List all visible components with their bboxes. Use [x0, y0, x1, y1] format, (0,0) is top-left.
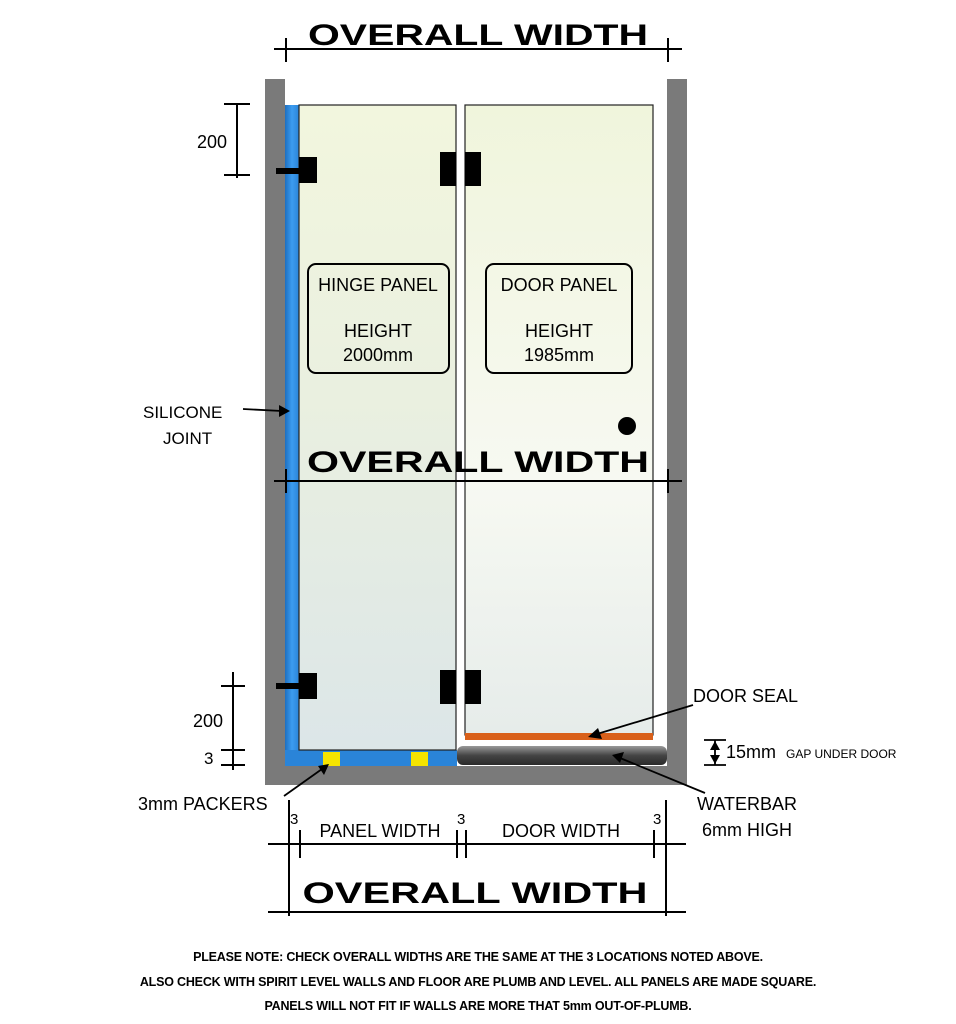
gap-left-label: 3 [290, 811, 298, 828]
dim-top-hinge-label: 200 [197, 132, 227, 152]
hinge-panel-title: HINGE PANEL [318, 275, 438, 295]
wall-hinge-bottom [299, 673, 317, 699]
gap-middle-label: 3 [457, 811, 465, 828]
note-line-1: PLEASE NOTE: CHECK OVERALL WIDTHS ARE TH… [193, 950, 763, 964]
panel-width-label: PANEL WIDTH [319, 821, 440, 841]
silicone-joint-arrow-line [242, 408, 283, 412]
left-wall [265, 79, 285, 785]
packers-arrow-line [283, 768, 323, 797]
door-knob-icon [618, 417, 636, 435]
gap-right-label: 3 [653, 811, 661, 828]
dim-bottom-hinge-label: 200 [193, 711, 223, 731]
gap-dim-arrow-down [710, 755, 720, 764]
hinge-panel-glass [298, 104, 457, 751]
waterbar-label-line2: 6mm HIGH [702, 820, 792, 840]
overall-width-top-label: OVERALL WIDTH [308, 19, 648, 52]
gap-dim-arrow-up [710, 741, 720, 750]
waterbar [457, 746, 667, 765]
glass-hinge-bottom-left [440, 670, 456, 704]
wall-hinge-top-arm [276, 168, 302, 174]
door-seal-arrowhead [588, 728, 602, 739]
waterbar-arrow-line [619, 757, 706, 794]
door-panel-height-value: 1985mm [524, 345, 594, 365]
wall-hinge-bottom-arm [276, 683, 302, 689]
door-panel-title: DOOR PANEL [501, 275, 618, 295]
packer-left [323, 752, 340, 766]
right-wall [667, 79, 687, 785]
silicone-joint-label-line2: JOINT [163, 429, 212, 448]
dim-gap-label: 3 [204, 749, 213, 768]
packer-right [411, 752, 428, 766]
gap-value-label: 15mm [726, 742, 776, 762]
silicone-joint-arrowhead [279, 405, 290, 417]
hinge-panel-height-value: 2000mm [343, 345, 413, 365]
floor [265, 766, 687, 785]
glass-hinge-top-left [440, 152, 456, 186]
hinge-panel-label-box [307, 263, 450, 374]
silicone-joint-floor [285, 750, 457, 766]
door-width-label: DOOR WIDTH [502, 821, 620, 841]
note-line-3: PANELS WILL NOT FIT IF WALLS ARE MORE TH… [264, 999, 692, 1013]
glass-hinge-bottom-right [465, 670, 481, 704]
waterbar-arrowhead [612, 752, 624, 763]
door-panel-label-box [485, 263, 633, 374]
waterbar-label-line1: WATERBAR [697, 794, 797, 814]
gap-text-label: GAP UNDER DOOR [786, 747, 897, 761]
wall-hinge-top [299, 157, 317, 183]
silicone-joint-label-line1: SILICONE [143, 403, 222, 422]
note-line-2: ALSO CHECK WITH SPIRIT LEVEL WALLS AND F… [139, 975, 817, 989]
door-seal-label: DOOR SEAL [693, 686, 798, 706]
silicone-joint-vertical [285, 105, 299, 766]
packers-label: 3mm PACKERS [138, 794, 268, 814]
packers-arrowhead [318, 764, 329, 775]
door-seal-arrow-line [596, 704, 694, 735]
overall-width-middle-label: OVERALL WIDTH [307, 446, 649, 479]
hinge-panel-height-label: HEIGHT [344, 321, 412, 341]
glass-hinge-top-right [465, 152, 481, 186]
door-panel-height-label: HEIGHT [525, 321, 593, 341]
door-seal [465, 733, 653, 740]
overall-width-bottom-label: OVERALL WIDTH [303, 877, 648, 910]
